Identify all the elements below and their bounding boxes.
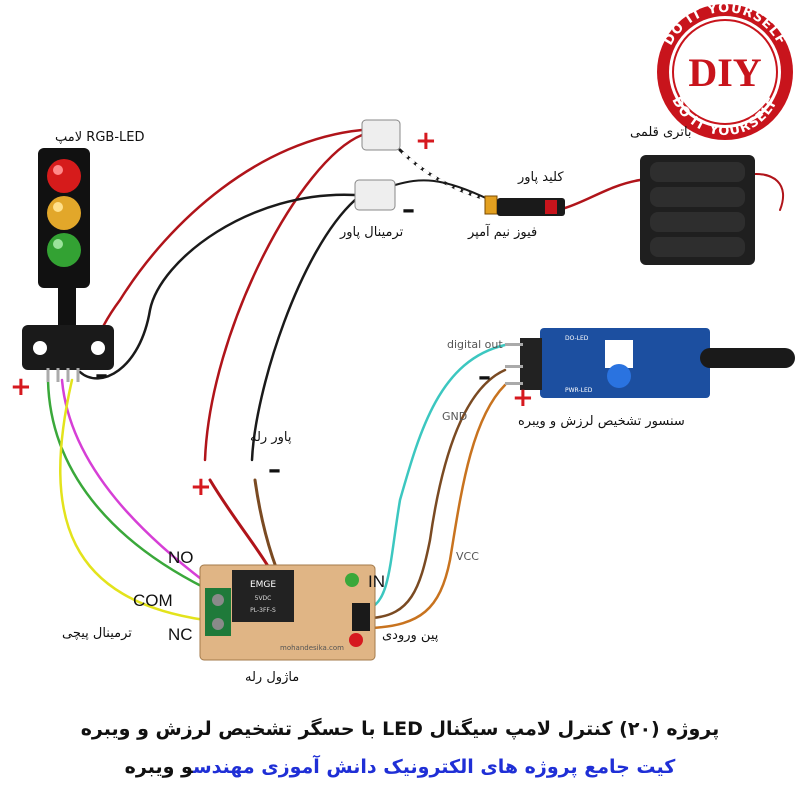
label-no: NO: [168, 548, 194, 567]
sensor-do-label: DO-LED: [565, 335, 589, 342]
label-com: COM: [133, 591, 173, 610]
label-in: IN: [368, 572, 385, 591]
fuse-switch: [484, 195, 565, 216]
relay-brand: EMGE: [250, 580, 276, 590]
label-input-pin: پین ورودی: [382, 628, 439, 643]
plus-marker-sensor: +: [512, 383, 534, 413]
vibration-sensor: DO-LED PWR-LED: [505, 328, 795, 398]
caption-line-2: کیت جامع پروژه های الکترونیک دانش آموزی …: [0, 756, 800, 778]
label-digital-out: digital out: [447, 338, 503, 351]
label-power-terminal: ترمینال پاور: [340, 225, 404, 240]
label-relay-module: ماژول رله: [245, 670, 300, 685]
rgb-led-lamp: [22, 148, 114, 382]
relay-site: mohandesika.com: [280, 644, 344, 652]
label-relay-power: پاور رله: [250, 430, 292, 445]
minus-marker-lamp: –: [95, 360, 108, 390]
plus-marker-lamp: +: [10, 372, 32, 402]
label-fuse: فیوز نیم آمپر: [468, 225, 538, 240]
label-screw-terminal: ترمینال پیچی: [62, 626, 132, 641]
plus-marker-relay: +: [190, 472, 212, 502]
diy-badge: DO IT YOURSELF DO IT YOURSELF DIY: [657, 1, 793, 140]
label-sensor: سنسور تشخیص لرزش و ویبره: [518, 414, 685, 429]
relay-part: PL-3FF-S: [250, 607, 276, 614]
badge-center: DIY: [688, 50, 761, 95]
caption-line-2-blue: کیت جامع پروژه های الکترونیک دانش آموزی …: [192, 756, 676, 778]
caption-line-2-black: و ویبره: [124, 756, 193, 778]
minus-marker-power: –: [402, 195, 415, 225]
battery-holder: [640, 155, 755, 265]
power-terminal: [354, 119, 401, 211]
label-battery: باتری قلمی: [630, 125, 692, 140]
plus-marker-power: +: [415, 126, 437, 156]
minus-marker-relay: –: [268, 455, 281, 485]
wires: [46, 128, 785, 630]
sensor-pwr-label: PWR-LED: [565, 387, 593, 394]
label-nc: NC: [168, 625, 193, 644]
label-vcc: VCC: [456, 550, 479, 563]
minus-marker-sensor: –: [478, 362, 491, 392]
label-lamp: لامپ RGB-LED: [55, 130, 145, 145]
label-power-key: کلید پاور: [518, 170, 564, 185]
caption-line-1: پروژه (۲۰) کنترل لامپ سیگنال LED با حسگر…: [80, 718, 720, 740]
relay-volt: 5VDC: [255, 595, 272, 602]
label-gnd: GND: [442, 410, 468, 423]
relay-module: EMGE 5VDC PL-3FF-S mohandesika.com: [199, 564, 376, 661]
